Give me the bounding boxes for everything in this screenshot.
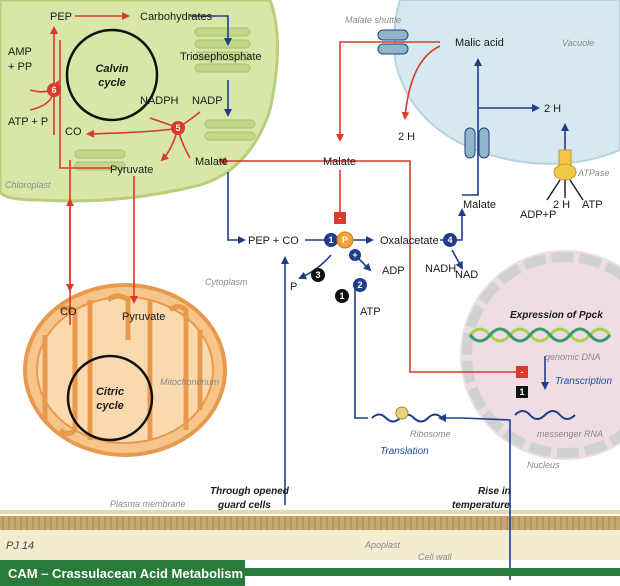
svg-text:4: 4 (447, 235, 452, 245)
svg-text:ADP+P: ADP+P (520, 209, 556, 221)
apoplast (0, 530, 620, 560)
svg-text:genomic DNA: genomic DNA (545, 352, 601, 362)
svg-text:2: 2 (357, 280, 362, 290)
svg-text:1: 1 (328, 235, 333, 245)
nucleus (460, 250, 620, 460)
svg-text:Chloroplast: Chloroplast (5, 180, 51, 190)
svg-text:3: 3 (315, 270, 320, 280)
temperature-note: Rise in (478, 486, 511, 497)
vacuole (393, 0, 620, 165)
genomic-dna-helix (468, 327, 612, 343)
svg-text:Malate shuttle: Malate shuttle (345, 15, 401, 25)
svg-text:Apoplast: Apoplast (364, 540, 401, 550)
svg-text:ATP: ATP (582, 199, 603, 211)
calvin-cycle-ring (65, 28, 159, 122)
citric-cycle-label: Citric (96, 386, 124, 398)
metabolite-labels: PEP Carbohydrates Triosephosphate AMP + … (8, 11, 603, 323)
svg-text:Pyruvate: Pyruvate (110, 164, 153, 176)
svg-text:ATPase: ATPase (577, 168, 609, 178)
blue-flow-arrows (190, 15, 569, 580)
svg-text:Mitochondrium: Mitochondrium (160, 377, 220, 387)
svg-text:2 H: 2 H (553, 199, 570, 211)
svg-text:ADP: ADP (382, 265, 405, 277)
gene-expression-labels: Expression of Ppck genomic DNA Transcrip… (380, 310, 612, 457)
thylakoid-stacks (74, 27, 256, 171)
svg-text:Carbohydrates: Carbohydrates (140, 11, 213, 23)
calvin-cycle-label-2: cycle (98, 77, 126, 89)
artist-signature: PJ 14 (6, 540, 34, 552)
svg-text:Nucleus: Nucleus (527, 460, 560, 470)
tonoplast-channel (464, 127, 490, 159)
malate-shuttle-channel (377, 29, 409, 55)
svg-text:6: 6 (51, 85, 56, 95)
svg-text:Malic acid: Malic acid (455, 37, 504, 49)
citric-cycle-ring (66, 354, 154, 442)
svg-text:Expression of Ppck: Expression of Ppck (510, 310, 603, 321)
plasma-membrane (0, 510, 620, 514)
svg-text:Malate: Malate (323, 156, 356, 168)
svg-text:-: - (339, 213, 342, 223)
svg-text:ATP + P: ATP + P (8, 116, 48, 128)
svg-text:Malate: Malate (195, 156, 228, 168)
svg-text:2 H: 2 H (544, 103, 561, 115)
badges: 6 5 1 P 4 2 3 1 - + - 1 (47, 83, 528, 398)
svg-text:NADP: NADP (192, 95, 223, 107)
svg-text:PEP + CO: PEP + CO (248, 235, 299, 247)
page-title: CAM – Crassulacean Acid Metabolism (8, 566, 243, 581)
calvin-cycle-label: Calvin (95, 63, 128, 75)
svg-text:Translation: Translation (380, 446, 429, 457)
svg-text:PEP: PEP (50, 11, 72, 23)
chloroplast (0, 0, 279, 203)
svg-text:Ribosome: Ribosome (410, 429, 451, 439)
guard-cells-note: Through opened (210, 486, 290, 497)
svg-text:2 H: 2 H (398, 131, 415, 143)
svg-text:5: 5 (175, 123, 180, 133)
svg-text:ATP: ATP (360, 306, 381, 318)
atpase-pump (546, 149, 584, 201)
svg-text:1: 1 (339, 291, 344, 301)
guard-cells-note-2: guard cells (217, 500, 271, 511)
citric-cycle-label-2: cycle (96, 400, 124, 412)
svg-text:Pyruvate: Pyruvate (122, 311, 165, 323)
svg-text:Cell wall: Cell wall (418, 552, 453, 562)
compartment-labels: Chloroplast Vacuole Cytoplasm Mitochondr… (5, 15, 609, 562)
messenger-rna-strand (514, 410, 576, 420)
svg-text:CO: CO (60, 306, 77, 318)
svg-text:1: 1 (519, 387, 524, 397)
svg-text:+ PP: + PP (8, 61, 32, 73)
svg-text:Oxalacetate: Oxalacetate (380, 235, 439, 247)
svg-text:P: P (290, 281, 297, 293)
svg-text:messenger RNA: messenger RNA (537, 429, 603, 439)
title-stripe (245, 568, 620, 576)
svg-text:NADH: NADH (425, 263, 456, 275)
svg-text:CO: CO (65, 126, 82, 138)
temperature-note-2: temperature (452, 500, 510, 511)
cell-wall (0, 516, 620, 530)
svg-text:NADPH: NADPH (140, 95, 179, 107)
svg-text:Vacuole: Vacuole (562, 38, 594, 48)
svg-text:+: + (352, 250, 357, 260)
svg-text:Cytoplasm: Cytoplasm (205, 277, 248, 287)
ribosome (395, 406, 409, 420)
svg-text:AMP: AMP (8, 46, 32, 58)
svg-text:NAD: NAD (455, 269, 478, 281)
svg-text:-: - (521, 367, 524, 377)
svg-text:Triosephosphate: Triosephosphate (180, 51, 262, 63)
mitochondrion (23, 283, 227, 457)
title-banner (0, 560, 245, 586)
svg-text:Malate: Malate (463, 199, 496, 211)
svg-text:P: P (342, 235, 348, 245)
svg-text:Plasma membrane: Plasma membrane (110, 499, 186, 509)
svg-text:Transcription: Transcription (555, 376, 612, 387)
